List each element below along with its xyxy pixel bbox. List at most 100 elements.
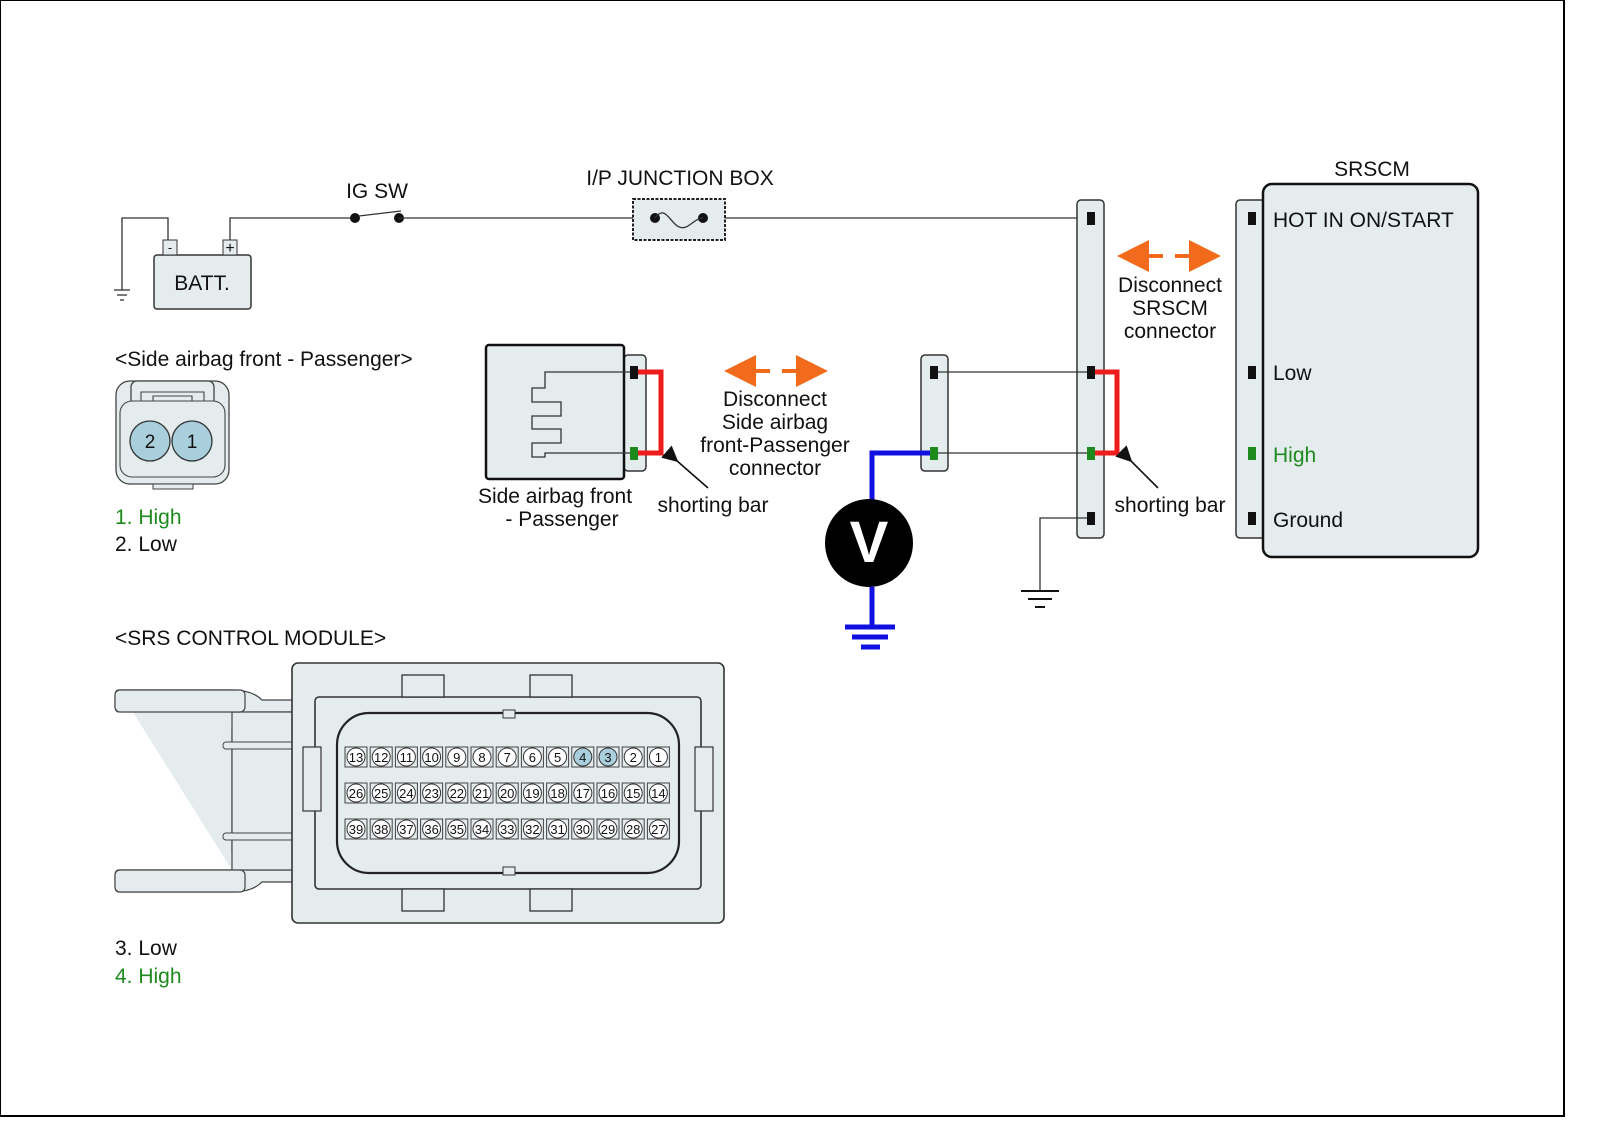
- srs-module-pin-14: 14: [646, 782, 670, 804]
- srs-module-pin-label: 10: [424, 750, 438, 765]
- ignition-switch: IG SW: [346, 180, 408, 223]
- srs-module-pin-label: 27: [651, 822, 665, 837]
- srs-module-pin-label: 29: [601, 822, 615, 837]
- srs-module-pin-2: 2: [621, 746, 645, 768]
- disconnect-srscm-line-1: Disconnect: [1118, 274, 1222, 297]
- disconnect-airbag-line-2: Side airbag: [722, 411, 828, 434]
- srs-module-pin-9: 9: [445, 746, 469, 768]
- srs-module-pin-24: 24: [394, 782, 418, 804]
- srs-module-pin-3: 3: [596, 746, 620, 768]
- srscm-shorting-bar-arrow: [1115, 445, 1159, 489]
- airbag-component-label-1: Side airbag front: [478, 485, 632, 508]
- srs-module-pin-4: 4: [571, 746, 595, 768]
- junction-box-fuse: I/P JUNCTION BOX: [586, 167, 774, 241]
- battery: - + BATT.: [153, 239, 252, 310]
- srs-module-pin-20: 20: [495, 782, 519, 804]
- srs-module-pin-label: 3: [604, 750, 611, 765]
- voltmeter-ground-symbol: [845, 587, 895, 650]
- srs-module-pin-label: 16: [601, 786, 615, 801]
- battery-negative-terminal: -: [168, 240, 172, 255]
- srs-module-pin-label: 24: [399, 786, 413, 801]
- srs-module-pin-13: 13: [344, 746, 368, 768]
- battery-positive-terminal: +: [225, 240, 234, 257]
- junction-box-label: I/P JUNCTION BOX: [586, 167, 773, 190]
- srs-module-pin-label: 13: [349, 750, 363, 765]
- srs-module-pin-27: 27: [646, 818, 670, 840]
- srs-module-pin-label: 34: [475, 822, 489, 837]
- srs-module-pin-26: 26: [344, 782, 368, 804]
- srs-module-pin-label: 39: [349, 822, 363, 837]
- side-airbag-connector-face: 2 1: [115, 380, 230, 490]
- srscm-pin-hot-in: HOT IN ON/START: [1273, 209, 1454, 232]
- srs-module-pin-label: 26: [349, 786, 363, 801]
- srscm-shorting-bar-label: shorting bar: [1115, 494, 1226, 517]
- srs-module-pin-10: 10: [420, 746, 444, 768]
- srs-module-legend-2: 4. High: [115, 965, 182, 988]
- side-airbag-connector-title: <Side airbag front - Passenger>: [115, 348, 413, 371]
- airbag-shorting-bar: [638, 369, 664, 456]
- srs-module-pin-7: 7: [495, 746, 519, 768]
- srs-module-title: <SRS CONTROL MODULE>: [115, 627, 386, 650]
- side-airbag-component: [484, 343, 647, 481]
- srs-module-pin-label: 25: [374, 786, 388, 801]
- ignition-switch-label: IG SW: [346, 180, 408, 203]
- srs-module-pin-label: 6: [529, 750, 536, 765]
- srs-module-pin-label: 28: [626, 822, 640, 837]
- srs-module-pin-6: 6: [520, 746, 544, 768]
- disconnect-airbag-line-1: Disconnect: [723, 388, 827, 411]
- battery-label: BATT.: [174, 272, 230, 295]
- srs-module-pin-19: 19: [520, 782, 544, 804]
- srs-module-pin-label: 14: [651, 786, 665, 801]
- srs-module-pin-label: 11: [400, 750, 414, 765]
- srs-module-pin-23: 23: [420, 782, 444, 804]
- voltmeter: V: [825, 499, 913, 587]
- battery-positive-wire: [229, 217, 355, 240]
- srscm-pin-low: Low: [1273, 362, 1312, 385]
- srscm-module: SRSCM HOT IN ON/START Low High Ground: [1235, 158, 1480, 559]
- srs-module-pin-label: 12: [374, 750, 388, 765]
- srs-module-pin-8: 8: [470, 746, 494, 768]
- srscm-pin-ground: Ground: [1273, 509, 1343, 532]
- airbag-harness-connector: [920, 354, 949, 472]
- srscm-title: SRSCM: [1334, 158, 1410, 181]
- srs-module-pin-label: 32: [525, 822, 539, 837]
- side-airbag-pin-2: 2: [145, 432, 156, 453]
- battery-ground-wire: [114, 217, 169, 301]
- srs-module-pin-label: 38: [374, 822, 388, 837]
- srs-module-pin-label: 31: [550, 822, 564, 837]
- srs-module-pin-17: 17: [571, 782, 595, 804]
- srs-module-pin-31: 31: [546, 818, 570, 840]
- srscm-pin-high: High: [1273, 444, 1316, 467]
- srs-module-pin-34: 34: [470, 818, 494, 840]
- srs-module-pin-label: 33: [500, 822, 514, 837]
- srs-module-pin-33: 33: [495, 818, 519, 840]
- srs-module-pin-label: 37: [399, 822, 413, 837]
- airbag-shorting-bar-arrow: [661, 445, 709, 489]
- srs-module-pin-label: 22: [450, 786, 464, 801]
- srs-module-pin-32: 32: [520, 818, 544, 840]
- srs-module-pin-label: 23: [424, 786, 438, 801]
- srscm-harness-connector: [1076, 199, 1105, 539]
- disconnect-srscm-line-3: connector: [1124, 320, 1216, 343]
- srs-module-pin-label: 2: [630, 750, 637, 765]
- srs-module-pin-25: 25: [369, 782, 393, 804]
- srscm-ground-symbol: [1021, 517, 1087, 608]
- srs-module-pin-22: 22: [445, 782, 469, 804]
- side-airbag-legend-1: 1. High: [115, 506, 182, 529]
- disconnect-srscm-line-2: SRSCM: [1132, 297, 1208, 320]
- srscm-shorting-bar: [1095, 369, 1120, 456]
- srs-module-pin-label: 4: [579, 750, 586, 765]
- airbag-shorting-bar-label: shorting bar: [658, 494, 769, 517]
- srs-module-pin-30: 30: [571, 818, 595, 840]
- srs-module-pin-label: 20: [500, 786, 514, 801]
- srs-module-pin-21: 21: [470, 782, 494, 804]
- srs-module-pin-label: 35: [450, 822, 464, 837]
- srs-module-pin-label: 8: [478, 750, 485, 765]
- srs-module-legend-1: 3. Low: [115, 937, 178, 960]
- srs-module-pin-label: 1: [655, 750, 662, 765]
- srs-module-pin-35: 35: [445, 818, 469, 840]
- srs-module-pin-39: 39: [344, 818, 368, 840]
- srs-module-pin-label: 5: [554, 750, 561, 765]
